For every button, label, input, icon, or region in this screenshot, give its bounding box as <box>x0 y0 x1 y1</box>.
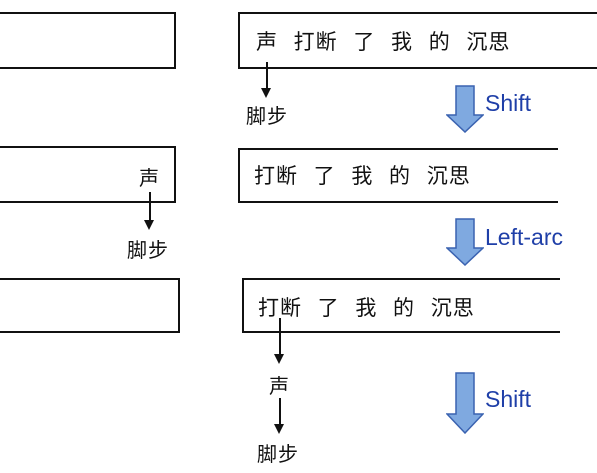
operation-label-3: Shift <box>485 386 532 412</box>
dependency-arrowhead-3b <box>274 424 284 434</box>
buffer-box-3 <box>242 278 560 333</box>
operation-label-2: Left-arc <box>485 224 563 250</box>
buffer-box-2 <box>238 148 558 203</box>
operation-arrow-1 <box>446 85 484 133</box>
dependency-arrowhead-2 <box>144 220 154 230</box>
buffer-box-1 <box>238 12 597 69</box>
dependent-word-3b: 脚步 <box>257 442 299 466</box>
buffer-text-2: 打断 了 我 的 沉思 <box>254 164 471 188</box>
dependency-arrow-3b <box>279 398 281 424</box>
buffer-text-3: 打断 了 我 的 沉思 <box>258 296 475 320</box>
stack-box-2 <box>0 146 176 203</box>
buffer-text-1: 声 打断 了 我 的 沉思 <box>256 30 511 54</box>
dependent-word-2: 脚步 <box>127 238 169 262</box>
operation-arrow-3 <box>446 372 484 434</box>
stack-top-word-2: 声 <box>139 166 160 190</box>
dependency-arrowhead-3a <box>274 354 284 364</box>
operation-arrow-2 <box>446 218 484 266</box>
dependency-arrow-2 <box>149 192 151 220</box>
stack-box-1 <box>0 12 176 69</box>
dependent-word-1: 脚步 <box>246 104 288 128</box>
dependent-word-3a: 声 <box>269 374 290 398</box>
dependency-arrow-3a <box>279 318 281 354</box>
stack-box-3 <box>0 278 180 333</box>
dependency-arrow-1 <box>266 62 268 88</box>
operation-label-1: Shift <box>485 90 532 116</box>
dependency-arrowhead-1 <box>261 88 271 98</box>
